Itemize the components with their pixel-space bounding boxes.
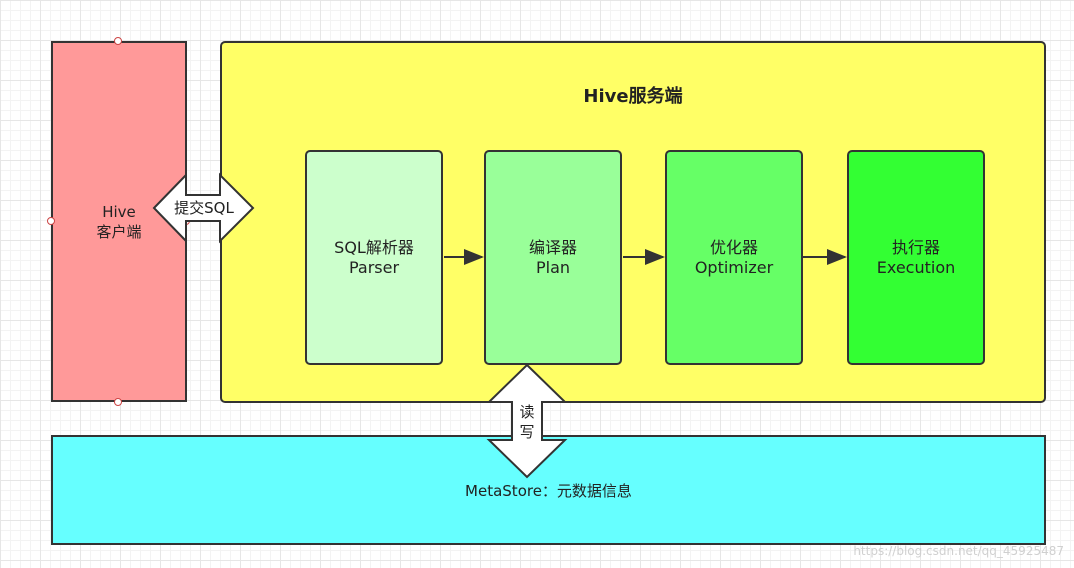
selection-handle-left[interactable] (47, 217, 55, 225)
stage-plan-sub: Plan (535, 257, 571, 277)
read-write-double-arrow (486, 363, 568, 479)
stage-execution-name: 执行器 (891, 237, 940, 257)
client-label: Hive 客户端 (51, 202, 187, 242)
submit-double-arrow (152, 172, 255, 244)
stage-parser-name: SQL解析器 (334, 237, 414, 257)
selection-handle-top[interactable] (114, 37, 122, 45)
stage-optimizer-name: 优化器 (709, 237, 758, 257)
stage-parser-sub: Parser (348, 257, 400, 277)
stage-optimizer-sub: Optimizer (694, 257, 774, 277)
read-label: 读 (519, 403, 535, 421)
submit-arrow-label: 提交SQL (174, 199, 234, 217)
metastore-label: MetaStore：元数据信息 (465, 482, 632, 500)
stage-plan-name: 编译器 (528, 237, 577, 257)
read-write-label: 读 写 (512, 402, 542, 442)
watermark: https://blog.csdn.net/qq_45925487 (853, 544, 1064, 558)
client-label-line2: 客户端 (96, 223, 142, 241)
selection-handle-bottom[interactable] (114, 398, 122, 406)
stage-execution-sub: Execution (876, 257, 956, 277)
server-title: Hive服务端 (583, 86, 683, 107)
client-label-line1: Hive (102, 203, 136, 221)
write-label: 写 (519, 423, 535, 441)
